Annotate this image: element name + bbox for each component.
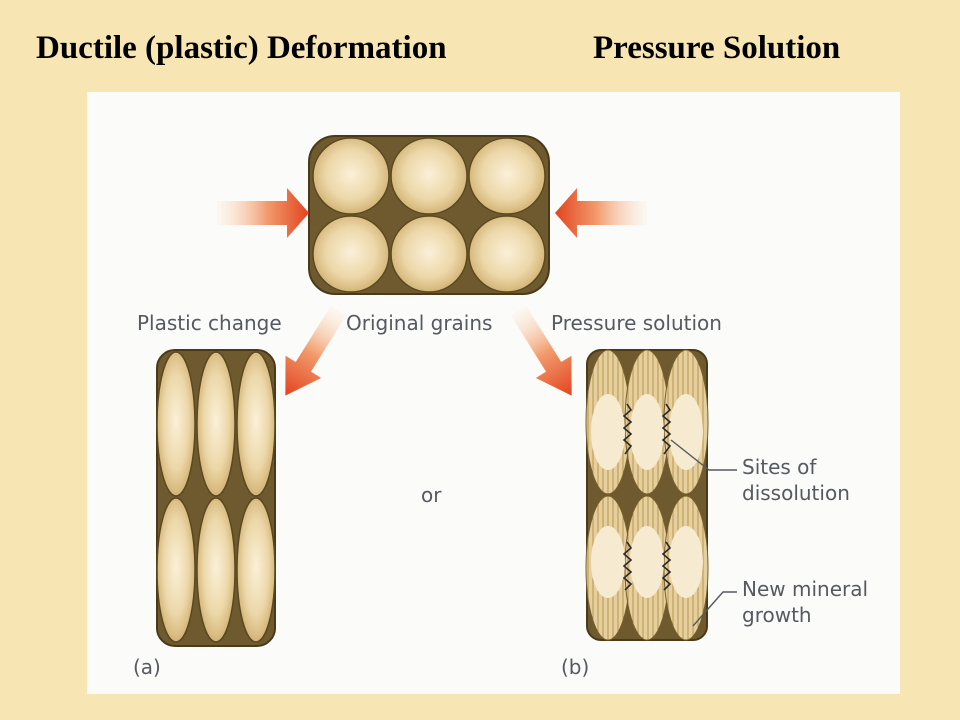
deformation-diagram: Plastic change Original grains Pressure … — [133, 135, 868, 679]
panel-label-b: (b) — [561, 655, 589, 679]
label-plastic-change: Plastic change — [137, 311, 282, 335]
compression-arrow-right — [555, 188, 647, 238]
slide-title-ductile-deformation: Ductile (plastic) Deformation — [36, 30, 447, 66]
label-or: or — [421, 483, 442, 507]
panel-label-a: (a) — [133, 655, 161, 679]
deformation-figure: Plastic change Original grains Pressure … — [87, 92, 900, 694]
compression-arrow-left — [217, 188, 309, 238]
label-pressure-solution: Pressure solution — [551, 311, 722, 335]
dissolution-seam — [622, 403, 633, 455]
plastically-deformed-block — [156, 349, 276, 647]
original-grains-block — [308, 135, 550, 295]
leader-line-sites — [670, 439, 737, 471]
label-sites-of: Sites of — [742, 455, 817, 479]
leader-line-growth — [692, 591, 737, 627]
arrow-to-pressure-solution — [511, 306, 572, 396]
label-growth: growth — [742, 603, 812, 627]
label-dissolution: dissolution — [742, 481, 850, 505]
arrow-to-plastic-change — [285, 306, 346, 396]
dissolution-seam — [622, 541, 633, 591]
pressure-solution-block — [585, 349, 709, 641]
label-new-mineral: New mineral — [742, 577, 868, 601]
slide-title-pressure-solution: Pressure Solution — [593, 30, 841, 66]
label-original-grains: Original grains — [346, 311, 492, 335]
dissolution-seam — [661, 541, 672, 591]
dissolution-seam — [661, 403, 672, 455]
